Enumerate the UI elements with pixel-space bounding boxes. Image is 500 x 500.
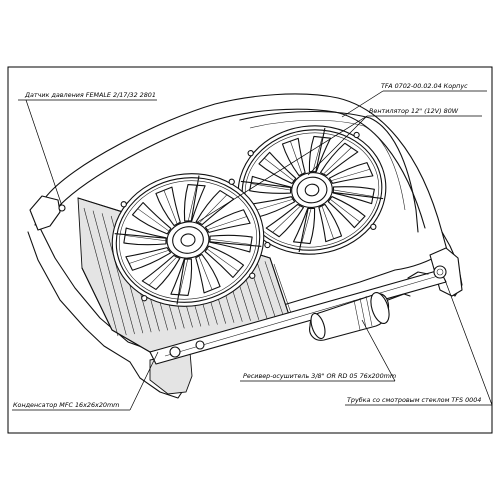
receiver-drier <box>309 292 411 341</box>
leader-lines <box>12 90 493 411</box>
label-condenser: Конденсатор MFC 16x26x20mm <box>13 401 119 409</box>
label-sight-glass-tube: Трубка со смотровым стеклом TFS 0004 <box>347 396 481 404</box>
label-pressure-sensor: Датчик давления FEMALE 2/17/32 2801 <box>24 91 156 99</box>
label-fan: Вентилятор 12" (12V) 80W <box>369 107 459 115</box>
fan-left <box>111 173 265 307</box>
label-housing: TFA 0702-00.02.04 Корпус <box>381 82 468 90</box>
drawing-frame <box>7 66 493 434</box>
label-receiver-drier: Ресивер-осушитель 3/8" OR RD 05 76x200mm <box>243 372 396 380</box>
